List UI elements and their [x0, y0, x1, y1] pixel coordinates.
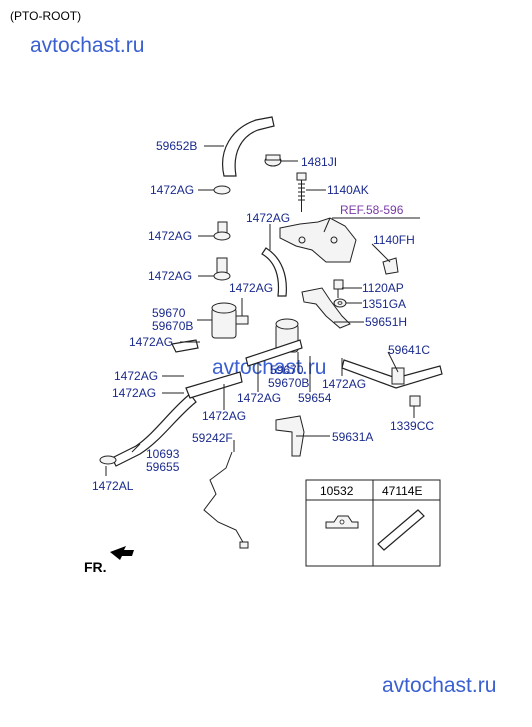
- label-59631A: 59631A: [332, 430, 373, 444]
- label-1472AG-10: 1472AG: [237, 391, 281, 405]
- label-ref-58-596: REF.58-596: [340, 203, 404, 217]
- part-labels: 59652B 1481JI 1140AK 1472AG REF.58-596 1…: [92, 139, 434, 493]
- washer-1351ga: [333, 298, 347, 308]
- label-59651H: 59651H: [365, 315, 407, 329]
- bolt-1140ak: [296, 172, 307, 212]
- front-arrow-icon: [110, 546, 134, 560]
- solenoid-valve-59670-upper: [211, 302, 249, 339]
- label-59670B-b: 59670B: [268, 376, 309, 390]
- pipe-59641c: [341, 359, 443, 389]
- label-1351GA: 1351GA: [362, 297, 406, 311]
- label-1339CC: 1339CC: [390, 419, 434, 433]
- label-1120AP: 1120AP: [362, 281, 404, 295]
- clamp-1481ji: [264, 154, 282, 167]
- bolt-1120ap: [333, 279, 344, 298]
- variant-header: (PTO-ROOT): [10, 9, 81, 23]
- nut-1339cc: [409, 395, 421, 407]
- bracket-ref: [279, 217, 357, 263]
- clamp-1472al: [99, 455, 117, 465]
- leader-lines: [105, 145, 420, 476]
- legend-box: 10532 47114E: [305, 479, 441, 567]
- label-1472AG-8: 1472AG: [322, 377, 366, 391]
- label-1472AG-9: 1472AG: [112, 386, 156, 400]
- label-59242F: 59242F: [192, 431, 233, 445]
- label-59654: 59654: [298, 391, 332, 405]
- label-1140AK: 1140AK: [327, 183, 369, 197]
- hose-59655: [111, 393, 197, 467]
- label-1472AG-7: 1472AG: [114, 369, 158, 383]
- label-1472AG-5: 1472AG: [229, 281, 273, 295]
- label-59670B-a: 59670B: [152, 319, 193, 333]
- bolt-1140fh: [382, 257, 399, 275]
- label-1472AG-1: 1472AG: [150, 183, 194, 197]
- hose-47114e-drawing: [377, 509, 425, 551]
- vacuum-line-59242f: [203, 451, 249, 549]
- legend-col2-label: 47114E: [382, 484, 422, 498]
- label-10693: 10693: [146, 447, 180, 461]
- clip-10532-drawing: [325, 515, 359, 529]
- label-1481JI: 1481JI: [301, 155, 337, 169]
- label-59655: 59655: [146, 460, 180, 474]
- hose-59652b: [222, 116, 275, 177]
- left-pipe-assembly: [213, 185, 287, 297]
- label-59670-b: 59670: [270, 363, 304, 377]
- bracket-59651h: [301, 287, 351, 329]
- front-label: FR.: [84, 559, 107, 575]
- label-1472AG-4: 1472AG: [148, 269, 192, 283]
- label-1472AG-3: 1472AG: [148, 229, 192, 243]
- label-1472AG-6: 1472AG: [129, 335, 173, 349]
- label-1472AG-11: 1472AG: [202, 409, 246, 423]
- label-59670-a: 59670: [152, 306, 186, 320]
- label-59652B: 59652B: [156, 139, 197, 153]
- label-1472AL: 1472AL: [92, 479, 134, 493]
- label-59641C: 59641C: [388, 343, 430, 357]
- watermark-bottom: avtochast.ru: [382, 674, 496, 697]
- pipe-middle-section: [171, 339, 303, 399]
- bracket-59631a: [275, 415, 305, 457]
- front-direction-indicator: FR.: [84, 546, 134, 575]
- legend-col1-label: 10532: [320, 484, 354, 498]
- label-1472AG-2: 1472AG: [246, 211, 290, 225]
- label-1140FH: 1140FH: [373, 233, 415, 247]
- watermark-top: avtochast.ru: [30, 34, 144, 57]
